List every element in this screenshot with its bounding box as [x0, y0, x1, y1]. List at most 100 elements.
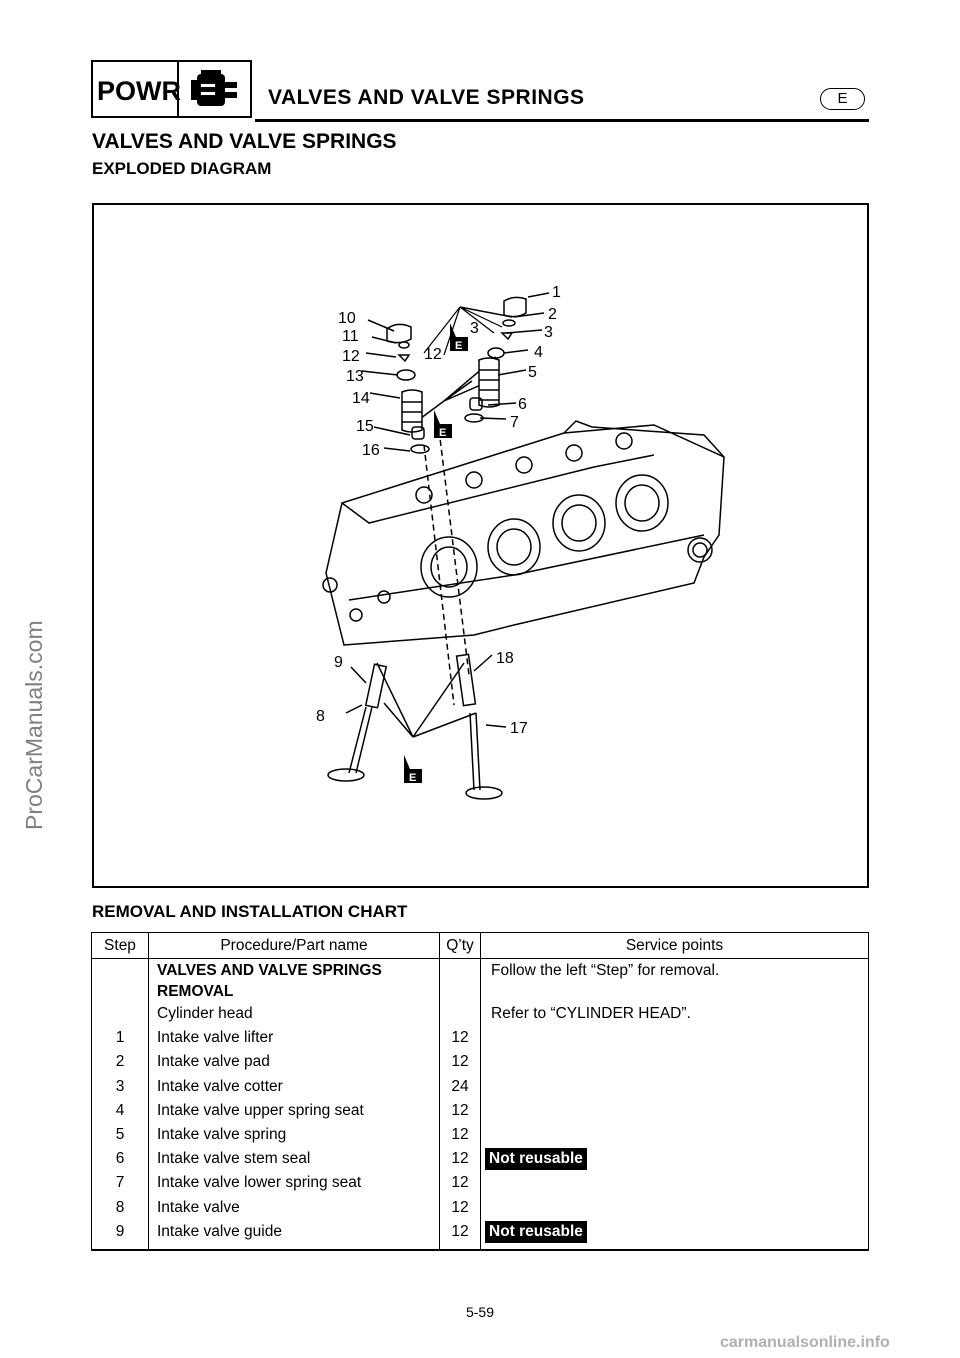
language-badge: E — [820, 88, 865, 110]
footer-watermark-url: carmanualsonline.info — [720, 1334, 890, 1351]
service-cell: Follow the left “Step” for removal. — [480, 958, 869, 1002]
cylinder-head-exploded-diagram-icon: E E E 1 2 3 4 5 6 7 8 9 10 11 12 13 14 1… — [316, 284, 725, 800]
not-reusable-badge: Not reusable — [485, 1220, 587, 1243]
callout-15: 15 — [356, 418, 374, 435]
exploded-diagram: E E E 1 2 3 4 5 6 7 8 9 10 11 12 13 14 1… — [92, 203, 869, 888]
step-cell: 9 — [91, 1219, 149, 1251]
qty-cell: 12 — [439, 1219, 481, 1251]
chart-title: REMOVAL AND INSTALLATION CHART — [92, 902, 408, 921]
step-cell: 5 — [91, 1122, 149, 1148]
callout-14: 14 — [352, 390, 370, 407]
column-header-qty: Q’ty — [439, 932, 481, 959]
header-rule — [255, 119, 869, 122]
part-cell: Intake valve spring — [148, 1122, 440, 1148]
column-header-service-points: Service points — [480, 932, 869, 959]
callout-1: 1 — [552, 284, 561, 301]
qty-cell: 12 — [439, 1050, 481, 1075]
service-cell — [480, 1195, 869, 1220]
step-cell: 7 — [91, 1171, 149, 1196]
section-code: POWR — [97, 76, 181, 106]
callout-6: 6 — [518, 396, 527, 413]
part-cell: Intake valve cotter — [148, 1074, 440, 1099]
step-cell: 2 — [91, 1050, 149, 1075]
part-cell: Intake valve guide — [148, 1219, 440, 1251]
step-cell: 8 — [91, 1195, 149, 1220]
column-header-step: Step — [91, 932, 149, 959]
service-cell — [480, 1050, 869, 1075]
not-reusable-badge: Not reusable — [485, 1148, 587, 1171]
step-cell: 4 — [91, 1098, 149, 1123]
header-title: VALVES AND VALVE SPRINGS — [268, 86, 585, 109]
callout-9: 9 — [334, 654, 343, 671]
section-code-box: POWR — [91, 60, 181, 118]
qty-cell — [439, 1002, 481, 1027]
callout-16: 16 — [362, 442, 380, 459]
column-header-procedure: Procedure/Part name — [148, 932, 440, 959]
table-row: Cylinder head Refer to “CYLINDER HEAD”. — [91, 1002, 869, 1027]
table-header-row: Step Procedure/Part name Q’ty Service po… — [91, 932, 869, 959]
callout-11: 11 — [342, 328, 359, 345]
service-cell: Not reusable — [480, 1219, 869, 1251]
part-cell: Intake valve upper spring seat — [148, 1098, 440, 1123]
callout-2: 2 — [548, 306, 557, 323]
service-cell — [480, 1026, 869, 1051]
step-cell: 3 — [91, 1074, 149, 1099]
callout-10: 10 — [338, 310, 356, 327]
section-title: VALVES AND VALVE SPRINGS — [92, 130, 397, 153]
step-cell — [91, 1002, 149, 1027]
step-cell: 6 — [91, 1147, 149, 1172]
service-cell — [480, 1098, 869, 1123]
callout-18: 18 — [496, 650, 514, 667]
callout-7: 7 — [510, 414, 519, 431]
subsection-title: EXPLODED DIAGRAM — [92, 159, 272, 178]
removal-installation-table: Step Procedure/Part name Q’ty Service po… — [91, 932, 869, 1251]
watermark-text: ProCarManuals.com — [21, 620, 47, 830]
callout-12-inline: 12 — [424, 346, 442, 363]
service-cell — [480, 1122, 869, 1148]
qty-cell: 12 — [439, 1098, 481, 1123]
table-row: 2 Intake valve pad 12 — [91, 1050, 869, 1075]
oil-mark-label: E — [439, 427, 446, 439]
table-row: 4 Intake valve upper spring seat 12 — [91, 1098, 869, 1123]
callout-3: 3 — [544, 324, 553, 341]
table-row: 1 Intake valve lifter 12 — [91, 1026, 869, 1051]
power-unit-icon — [177, 60, 252, 118]
table-row: 6 Intake valve stem seal 12 Not reusable — [91, 1147, 869, 1172]
oil-mark-label: E — [455, 340, 462, 352]
part-cell: Intake valve pad — [148, 1050, 440, 1075]
callout-5: 5 — [528, 364, 537, 381]
qty-cell: 12 — [439, 1026, 481, 1051]
table-row: 9 Intake valve guide 12 Not reusable — [91, 1219, 869, 1251]
callout-12: 12 — [342, 348, 360, 365]
service-cell — [480, 1171, 869, 1196]
qty-cell: 24 — [439, 1074, 481, 1099]
service-cell: Refer to “CYLINDER HEAD”. — [480, 1002, 869, 1027]
callout-13: 13 — [346, 368, 364, 385]
part-cell: Intake valve lower spring seat — [148, 1171, 440, 1196]
table-row: 8 Intake valve 12 — [91, 1195, 869, 1220]
qty-cell: 12 — [439, 1171, 481, 1196]
part-cell: Cylinder head — [148, 1002, 440, 1027]
oil-mark-label: E — [409, 772, 416, 784]
qty-cell: 12 — [439, 1195, 481, 1220]
qty-cell: 12 — [439, 1122, 481, 1148]
qty-cell: 12 — [439, 1147, 481, 1172]
table-row: 3 Intake valve cotter 24 — [91, 1074, 869, 1099]
callout-4: 4 — [534, 344, 543, 361]
table-row: 7 Intake valve lower spring seat 12 — [91, 1171, 869, 1196]
table-row: 5 Intake valve spring 12 — [91, 1122, 869, 1148]
table-row: VALVES AND VALVE SPRINGS REMOVAL Follow … — [91, 958, 869, 1002]
part-cell: Intake valve stem seal — [148, 1147, 440, 1172]
step-cell: 1 — [91, 1026, 149, 1051]
page-number: 5-59 — [465, 1304, 495, 1320]
part-cell: VALVES AND VALVE SPRINGS REMOVAL — [148, 958, 440, 1002]
callout-17: 17 — [510, 720, 528, 737]
part-cell: Intake valve — [148, 1195, 440, 1220]
service-cell: Not reusable — [480, 1147, 869, 1172]
callout-3-inline: 3 — [470, 320, 479, 337]
service-cell — [480, 1074, 869, 1099]
callout-8: 8 — [316, 708, 325, 725]
part-cell: Intake valve lifter — [148, 1026, 440, 1051]
qty-cell — [439, 958, 481, 1002]
step-cell — [91, 958, 149, 1002]
